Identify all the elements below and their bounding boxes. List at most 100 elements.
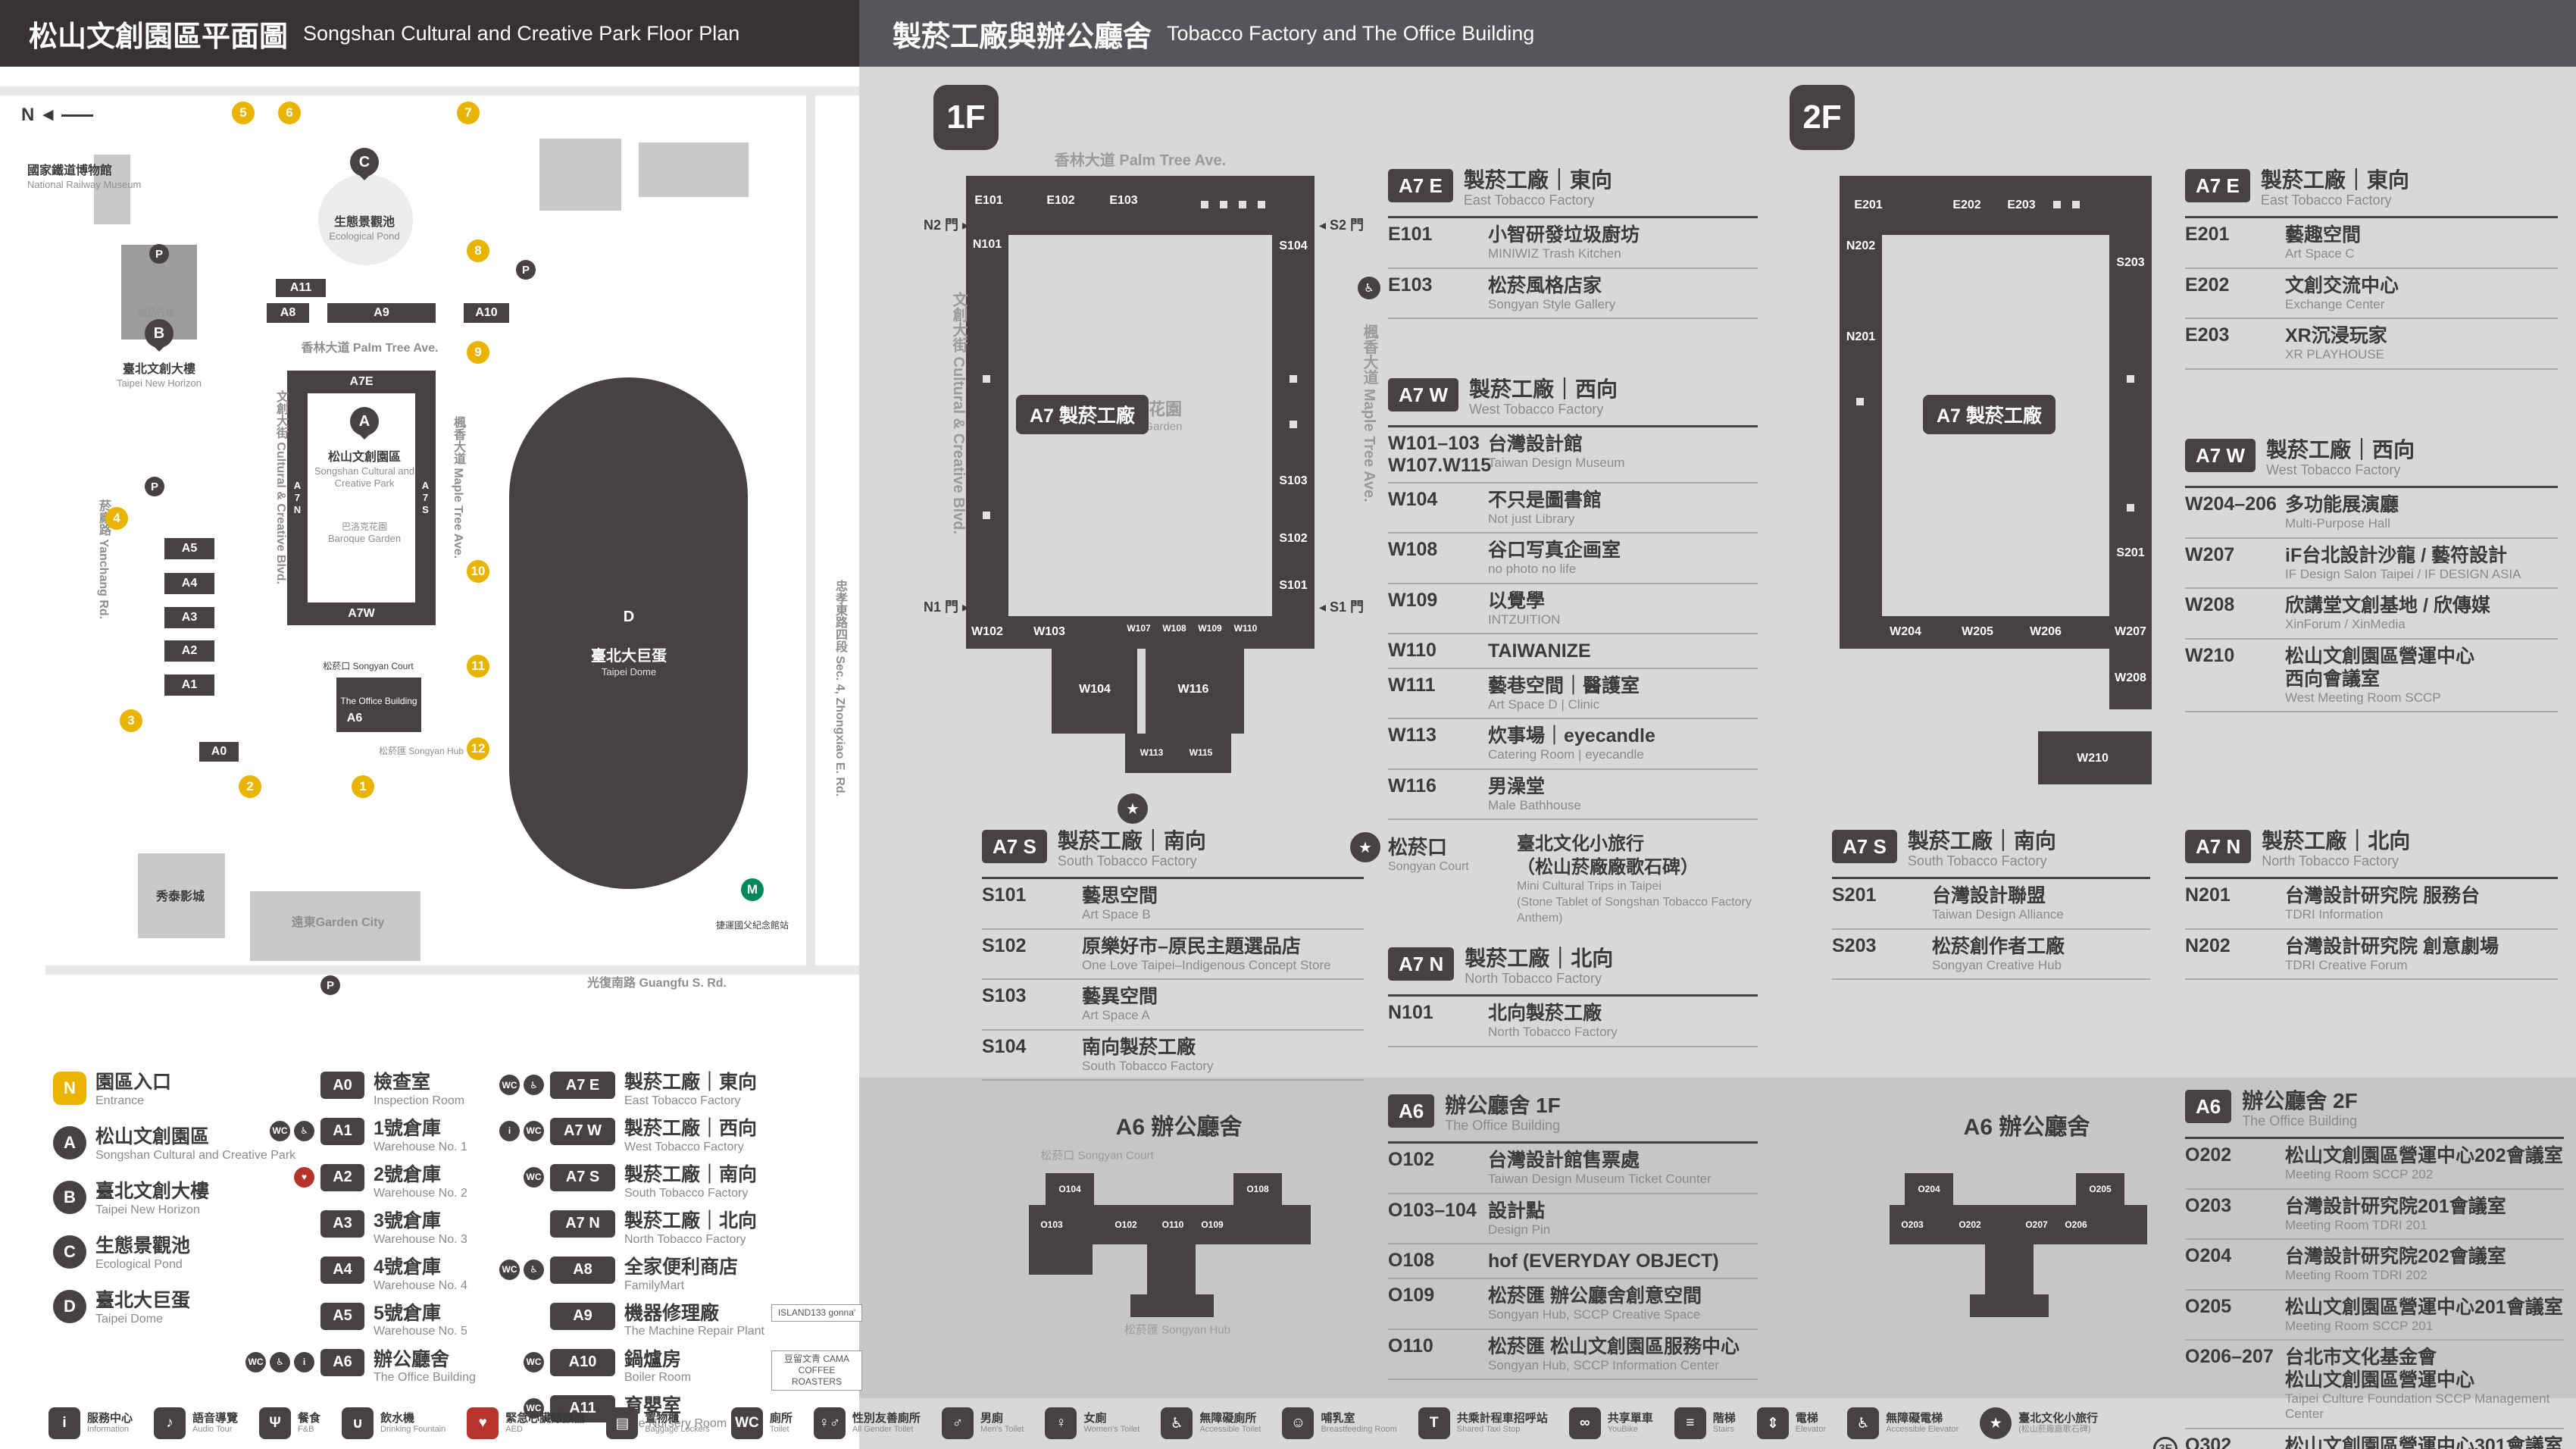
building-a8: A8 [267, 303, 309, 323]
room-name-zh: 炊事場｜eyecandle [1488, 725, 1655, 747]
section-title-zh: 製菸工廠｜東向 [2260, 168, 2409, 192]
room-name-en: Taiwan Design Museum [1488, 455, 1625, 471]
building-zh: 全家便利商店 [624, 1256, 739, 1278]
accessible-toilet-icon: ♿ [1161, 1407, 1193, 1439]
ecological-pond [318, 174, 413, 265]
a6-building [2076, 1173, 2124, 1205]
amenity-zh: 語音導覽 [192, 1412, 239, 1426]
place-en: Entrance [95, 1094, 145, 1107]
room-name-en: Multi-Purpose Hall [2285, 516, 2390, 531]
plan-room-w206: W206 [2030, 625, 2062, 638]
entrance-marker-6: 6 [278, 102, 301, 124]
room-name-en: Taipei Culture Foundation SCCP Managemen… [2285, 1391, 2550, 1422]
map-label: 文創大街 Cultural & Creative Blvd. [273, 390, 288, 584]
amenity-en: Accessible Toilet [1199, 1425, 1261, 1435]
place-en: Songshan Cultural and Creative Park [95, 1148, 296, 1162]
gate-label: N2 門 ▸ [923, 218, 969, 233]
amenity-zh: 男廁 [980, 1412, 1003, 1426]
poster-title-zh: 松山文創園區平面圖 [29, 20, 289, 53]
plan-room-o207: O207 [2025, 1219, 2048, 1230]
map-label-zh: 國家鐵道博物館 [27, 164, 113, 177]
plan-building [966, 616, 1315, 649]
map-label-en: Songshan Cultural and Creative Park [314, 465, 415, 490]
room-name-zh: 谷口写真企画室 [1488, 540, 1621, 562]
tenant-note: ISLAND133 gonna' [771, 1303, 862, 1322]
amenity-en: YouBike [1607, 1425, 1638, 1435]
place-badge-a: A [53, 1125, 86, 1160]
room-code: S103 [982, 985, 1027, 1007]
amenity-icon [2053, 201, 2061, 208]
wc-icon: WC [245, 1351, 266, 1372]
section-title-en: Tobacco Factory and The Office Building [1167, 21, 1535, 45]
map-label-zh: A6 [346, 712, 363, 724]
plan-building [1840, 176, 2152, 235]
cultural-trip-marker-icon: ★ [1118, 793, 1148, 824]
room-name-en: TDRI Information [2285, 907, 2384, 922]
plan-room-o102: O102 [1114, 1219, 1137, 1230]
a6-building [1970, 1294, 2049, 1317]
room-row: 3FO302松山文創園區營運中心301會議室Meeting Room SCCP … [2153, 1429, 2564, 1449]
room-code: S104 [982, 1035, 1027, 1057]
plan-room-w108: W108 [1162, 623, 1186, 634]
entrance-marker-8: 8 [467, 239, 489, 262]
section-code-chip: A7 W [2185, 439, 2256, 472]
building-a1: A1 [164, 674, 214, 696]
information-icon: i [48, 1407, 80, 1439]
all-gender-toilet-icon: ♀♂ [813, 1407, 846, 1439]
amenity-zh: 無障礙廁所 [1199, 1412, 1257, 1426]
plan-room-e201: E201 [1854, 199, 1883, 211]
room-name-en: INTZUITION [1488, 612, 1561, 627]
building-code-chip: A2 [320, 1163, 364, 1191]
room-code: O110 [1388, 1335, 1433, 1357]
plan-building [2109, 649, 2152, 709]
building-zh: 3號倉庫 [374, 1210, 441, 1231]
room-name-en: TDRI Creative Forum [2285, 957, 2408, 972]
building-a4: A4 [164, 573, 214, 594]
map-pin-a: A [350, 407, 379, 436]
building-a7s: A7S [415, 371, 436, 625]
room-name-zh: 欣講堂文創基地 / 欣傳媒 [2285, 595, 2490, 617]
entrance-marker-9: 9 [467, 341, 489, 364]
entrance-marker-12: 12 [467, 737, 489, 760]
room-code: S101 [982, 884, 1027, 906]
place-zh: 園區入口 [95, 1072, 172, 1093]
building-code-chip: A7 S [550, 1163, 615, 1191]
section-title-en: West Tobacco Factory [2266, 462, 2401, 477]
room-name-zh: 松山文創園區營運中心 [2285, 645, 2475, 667]
plan-room-w210: W210 [2077, 752, 2109, 765]
plan-room-o206: O206 [2065, 1219, 2087, 1230]
plan-room-w110: W110 [1233, 623, 1258, 634]
map-label-zh: 松菸匯 Songyan Hub [378, 746, 464, 756]
amenity-zh: 服務中心 [87, 1412, 133, 1426]
